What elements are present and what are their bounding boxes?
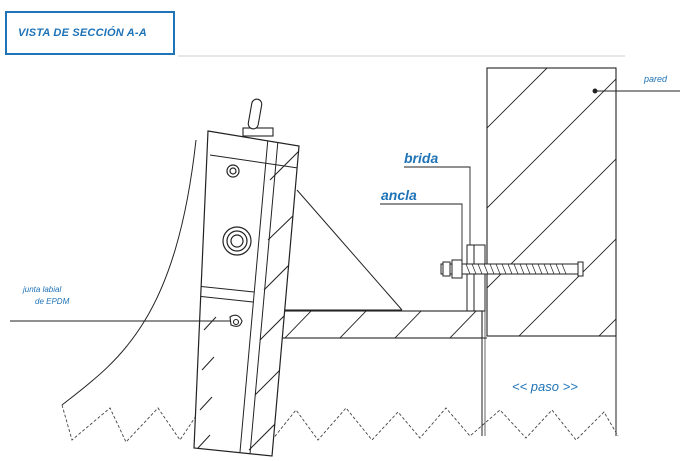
leader-lines xyxy=(10,88,680,322)
floor-slab xyxy=(273,310,483,339)
view-title-box: VISTA DE SECCIÓN A-A xyxy=(5,11,175,55)
epdm-seal xyxy=(229,314,243,327)
anchor-label: ancla xyxy=(381,187,417,203)
seal-label-line2: de EPDM xyxy=(35,297,70,306)
door-bolt-large xyxy=(222,226,252,256)
flange-plate xyxy=(466,244,486,312)
ground-lines xyxy=(270,335,617,436)
seal-label-line1: junta labial xyxy=(23,285,62,294)
door-handle xyxy=(242,98,274,137)
door-leaf xyxy=(193,130,300,457)
support-bracket xyxy=(275,189,403,311)
wall xyxy=(486,67,617,337)
passage-label: << paso >> xyxy=(512,379,578,394)
wall-label: pared xyxy=(644,74,668,84)
flange-label: brida xyxy=(404,150,439,166)
sweep-curve xyxy=(61,139,197,406)
door-bolt-small xyxy=(226,164,240,178)
anchor-bolt xyxy=(440,259,584,279)
view-title: VISTA DE SECCIÓN A-A xyxy=(18,27,147,39)
break-line xyxy=(61,404,619,443)
